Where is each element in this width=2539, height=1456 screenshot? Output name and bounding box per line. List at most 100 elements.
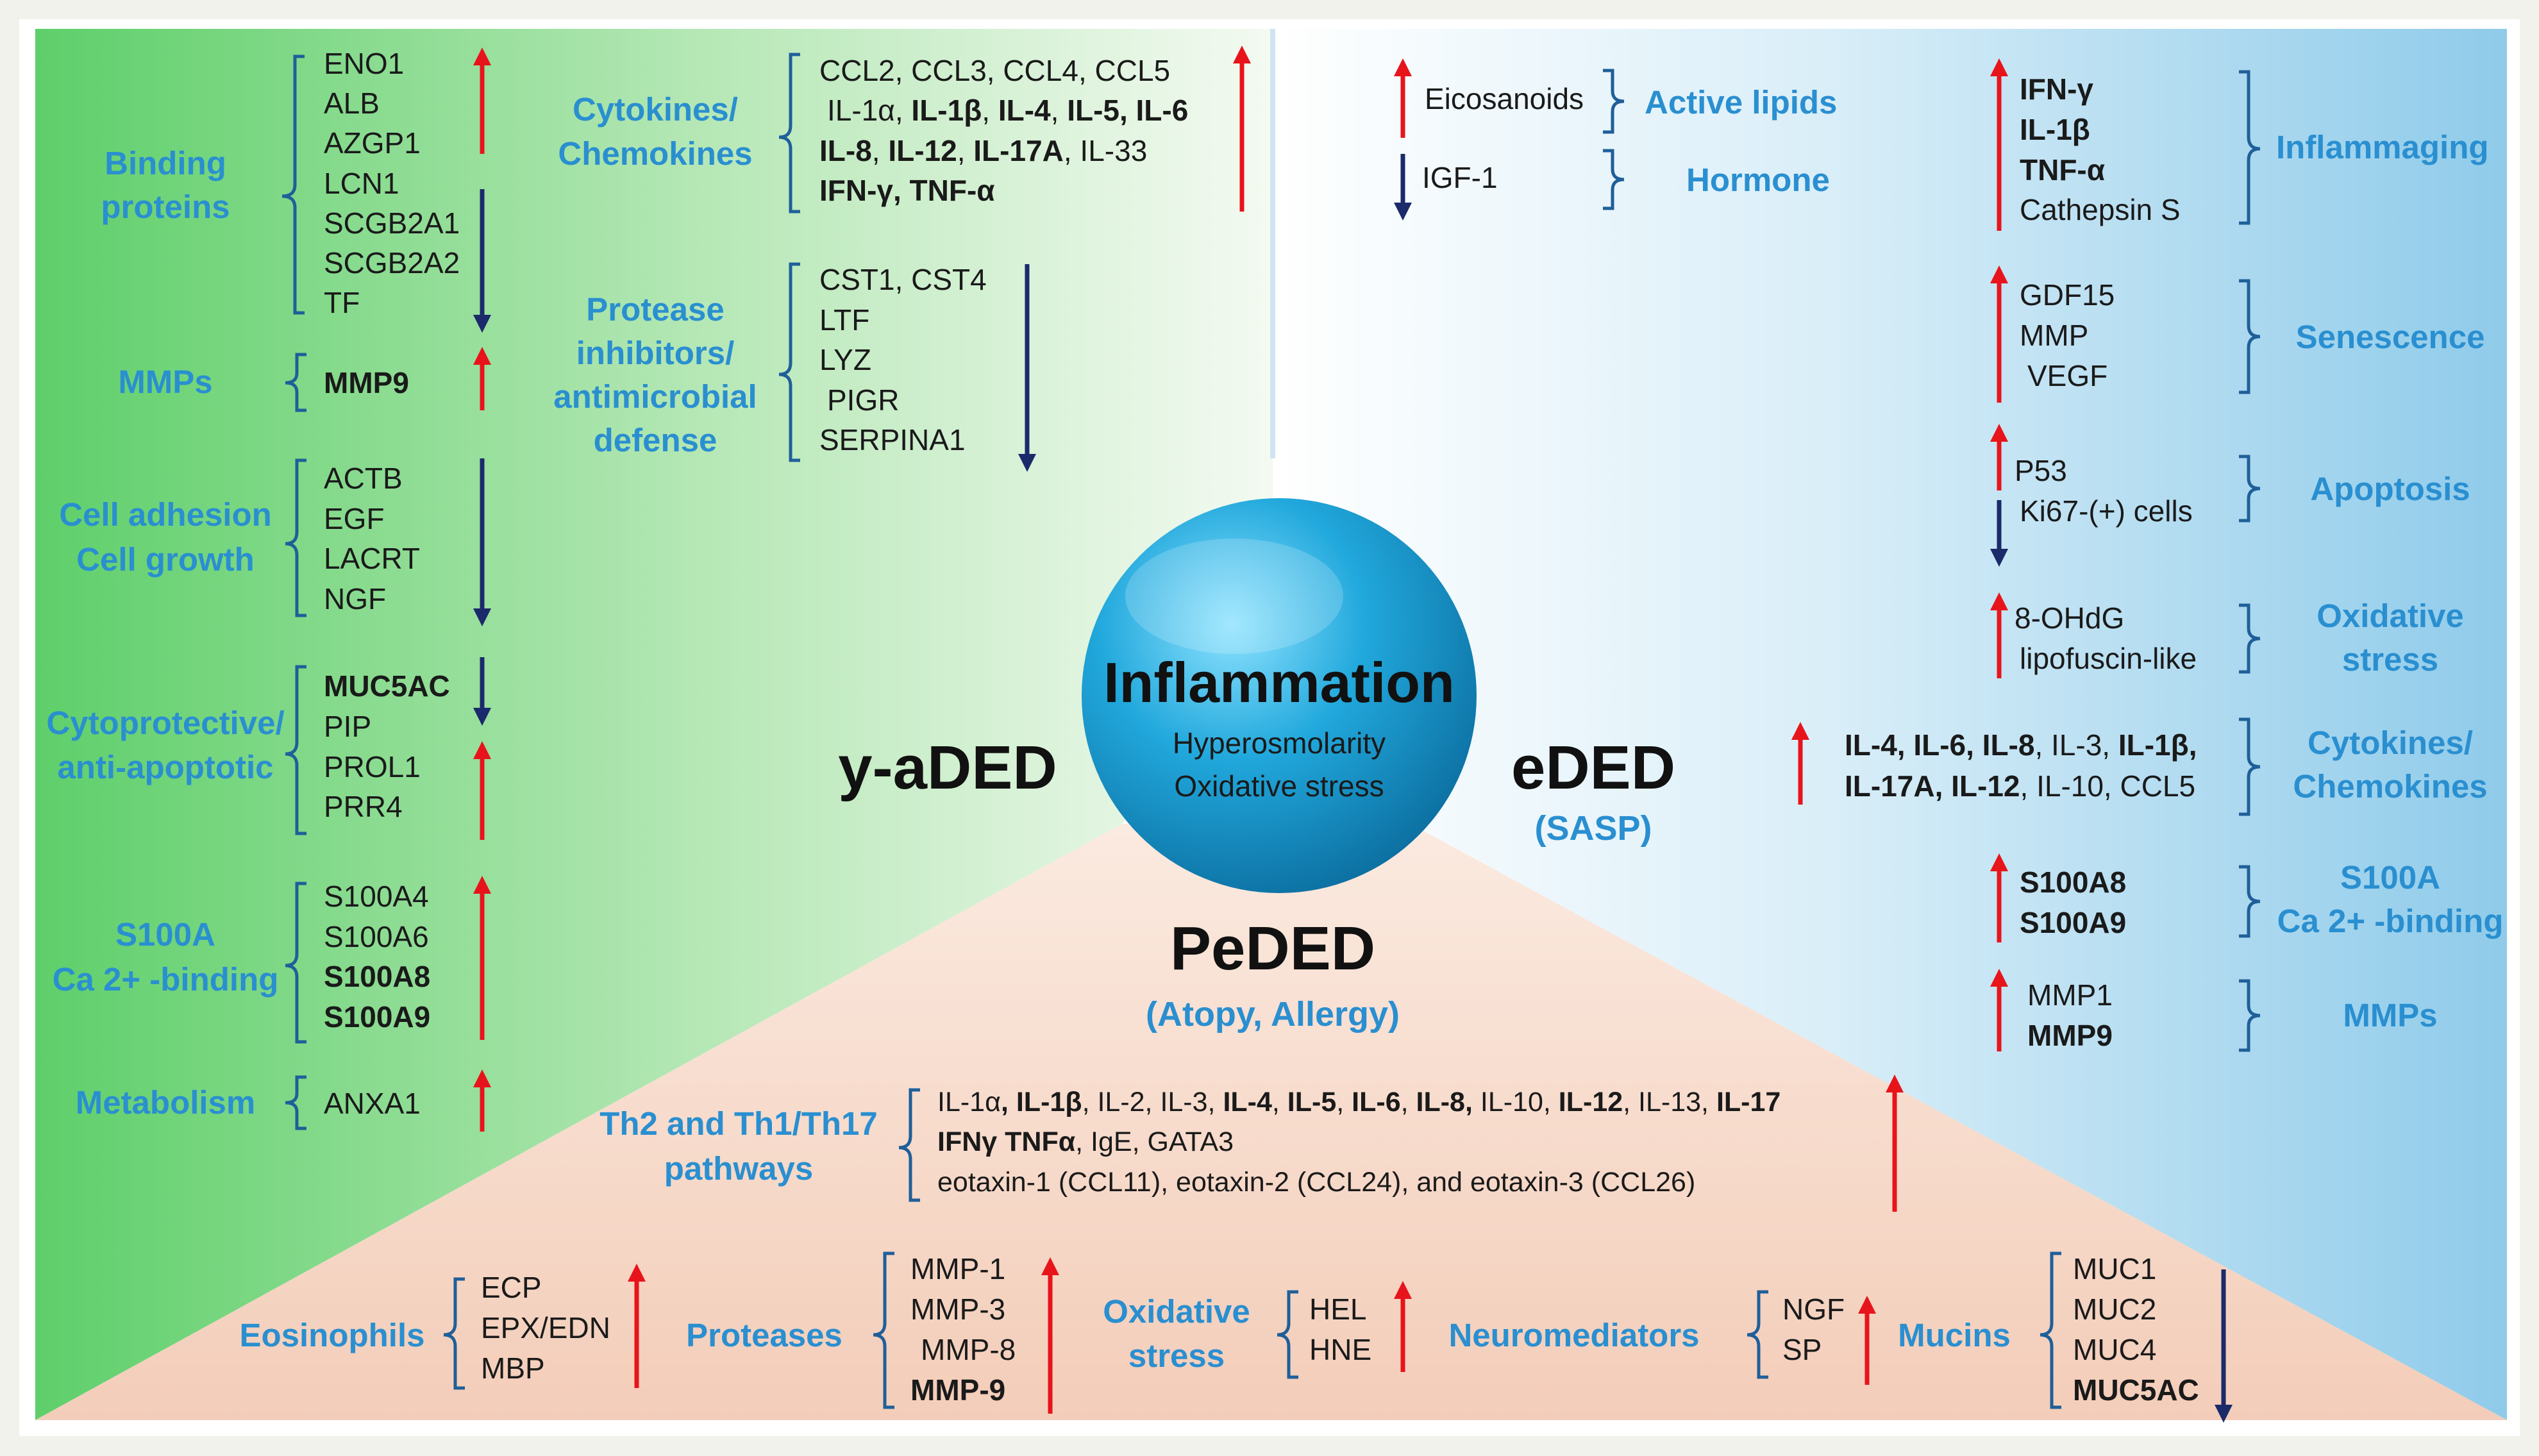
mmps-right-group: MMP1 MMP9 MMPs: [1990, 969, 2438, 1052]
binding-item: TF: [324, 286, 360, 319]
ox-bottom-item: HNE: [1309, 1333, 1371, 1366]
s100-right-bracket: [2239, 865, 2261, 938]
s100-bracket: [285, 882, 306, 1044]
adhesion-item: ACTB: [324, 462, 403, 495]
th-line-3: eotaxin-1 (CCL11), eotaxin-2 (CCL24), an…: [937, 1167, 1695, 1198]
cytokines-line-1: IL-4, IL-6, IL-8, IL-3, IL-1β,: [1845, 728, 2197, 762]
neuromediators-group: Neuromediators NGF SP: [1448, 1290, 1876, 1385]
cyto-item: PROL1: [324, 750, 421, 783]
mmps-right-bracket: [2239, 979, 2261, 1052]
metabolism-group: Metabolism ANXA1: [76, 1069, 491, 1132]
s100-right-label-1: S100A: [2340, 859, 2440, 896]
cytokines-line-2: IL-17A, IL-12, IL-10, CCL5: [1845, 769, 2195, 803]
cyto-label-1: Cytoprotective/: [46, 705, 284, 741]
eos-bracket: [443, 1277, 465, 1390]
mucins-bracket: [2040, 1251, 2061, 1409]
binding-item: ENO1: [324, 47, 404, 80]
oxidative-item: 8-OHdG: [2015, 601, 2124, 635]
s100-right-label-2: Ca 2+ -binding: [2277, 903, 2504, 939]
mmps-label: MMPs: [118, 364, 212, 400]
inflammaging-group: IFN-γ IL-1β TNF-α Cathepsin S Inflammagi…: [1990, 58, 2489, 231]
mucin-item: MUC4: [2073, 1333, 2156, 1366]
mucin-item: MUC5AC: [2073, 1373, 2199, 1407]
protease-item: MMP-3: [910, 1293, 1005, 1326]
chem-line-4: IFN-γ, TNF-α: [819, 174, 995, 207]
protease-item: MMP-9: [910, 1373, 1005, 1407]
cyto-bracket: [285, 665, 306, 835]
cytoprotective-group: Cytoprotective/ anti-apoptotic MUC5AC PI…: [46, 657, 491, 840]
chem-line-1: CCL2, CCL3, CCL4, CCL5: [819, 54, 1170, 87]
adhesion-label-1: Cell adhesion: [59, 496, 272, 533]
binding-item: SCGB2A2: [324, 246, 460, 280]
apoptosis-bracket: [2239, 455, 2261, 523]
oxidative-item: lipofuscin-like: [2020, 642, 2197, 675]
mmps-right-item: MMP9: [2027, 1019, 2113, 1052]
apoptosis-item: Ki67-(+) cells: [2020, 494, 2193, 528]
cyto-item: PIP: [324, 710, 371, 743]
binding-label-1: Binding: [105, 145, 226, 181]
inflammation-title: Inflammation: [1103, 651, 1455, 714]
chem-bracket: [778, 53, 800, 213]
protease-label-3: antimicrobial: [553, 378, 757, 415]
hormone-bracket: [1603, 149, 1625, 210]
protease-item: PIGR: [827, 383, 899, 417]
protease-label-2: inhibitors/: [576, 335, 734, 371]
eosinophils-group: Eosinophils ECP EPX/EDN MBP: [239, 1264, 646, 1390]
binding-item: SCGB2A1: [324, 206, 460, 240]
oxidative-right-group: 8-OHdG lipofuscin-like Oxidative stress: [1990, 592, 2464, 678]
s100-item: S100A8: [324, 960, 430, 993]
proteases-group: Proteases MMP-1 MMP-3 MMP-8 MMP-9: [686, 1251, 1059, 1414]
mmps-left-group: MMPs MMP9: [118, 347, 491, 412]
s100-item: S100A9: [324, 1000, 430, 1033]
lipids-bracket: [1603, 69, 1625, 134]
senescence-group: GDF15 MMP VEGF Senescence: [1990, 265, 2485, 403]
protease-item: MMP-1: [910, 1252, 1005, 1285]
proteases-bracket: [873, 1251, 894, 1409]
cytokines-left-group: Cytokines/ Chemokines CCL2, CCL3, CCL4, …: [558, 46, 1251, 213]
cytokines-label-2: Chemokines: [2293, 768, 2487, 805]
protease-item: SERPINA1: [819, 423, 966, 456]
inflammaging-item: Cathepsin S: [2020, 193, 2181, 226]
senescence-item: MMP: [2020, 319, 2088, 352]
s100-right-item: S100A9: [2020, 906, 2126, 939]
oxidative-bottom-group: Oxidative stress HEL HNE: [1103, 1281, 1412, 1379]
sphere-highlight: [1125, 539, 1343, 654]
igf1-item: IGF-1: [1422, 161, 1498, 194]
cytokines-label-1: Cytokines/: [2308, 724, 2473, 761]
protease-bracket: [778, 262, 800, 462]
s100a-left-group: S100A Ca 2+ -binding S100A4 S100A6 S100A…: [53, 876, 491, 1044]
eos-item: MBP: [481, 1351, 545, 1385]
cyto-item: PRR4: [324, 790, 403, 823]
eded-subtitle: (SASP): [1534, 809, 1652, 848]
chem-label-1: Cytokines/: [573, 91, 738, 128]
young-adult-panel: [35, 29, 1273, 1420]
cytokines-right-group: IL-4, IL-6, IL-8, IL-3, IL-1β, IL-17A, I…: [1791, 717, 2488, 816]
senescence-item: VEGF: [2027, 359, 2107, 392]
hormone-label: Hormone: [1686, 162, 1830, 198]
y-aded-title: y-aDED: [838, 733, 1057, 802]
protease-item: CST1, CST4: [819, 263, 987, 296]
metab-bracket: [285, 1075, 306, 1130]
inflammation-sphere: [1082, 498, 1477, 893]
adhesion-item: LACRT: [324, 542, 420, 575]
protease-label-4: defense: [594, 422, 717, 458]
th-pathways-group: Th2 and Th1/Th17 pathways IL-1α, IL-1β, …: [599, 1075, 1904, 1212]
eos-item: EPX/EDN: [481, 1311, 610, 1344]
cyto-label-2: anti-apoptotic: [57, 749, 273, 785]
pediatric-panel: [35, 824, 2507, 1420]
ox-bottom-bracket: [1277, 1290, 1298, 1379]
mmps-right-label: MMPs: [2343, 997, 2437, 1033]
binding-item: AZGP1: [324, 126, 421, 160]
anxa1-item: ANXA1: [324, 1087, 421, 1120]
inflammaging-item: IFN-γ: [2020, 72, 2093, 106]
cell-adhesion-group: Cell adhesion Cell growth ACTB EGF LACRT…: [59, 458, 491, 626]
inflammaging-item: TNF-α: [2020, 153, 2105, 187]
hyperosmolarity-text: Hyperosmolarity: [1173, 726, 1386, 760]
peded-title: PeDED: [1170, 914, 1375, 983]
peded-subtitle: (Atopy, Allergy): [1146, 995, 1400, 1033]
th-bracket: [898, 1088, 920, 1202]
cytokines-bracket: [2239, 717, 2261, 816]
oxidative-bracket: [2239, 603, 2261, 674]
hormone-group: IGF-1 Hormone: [1394, 149, 1830, 221]
